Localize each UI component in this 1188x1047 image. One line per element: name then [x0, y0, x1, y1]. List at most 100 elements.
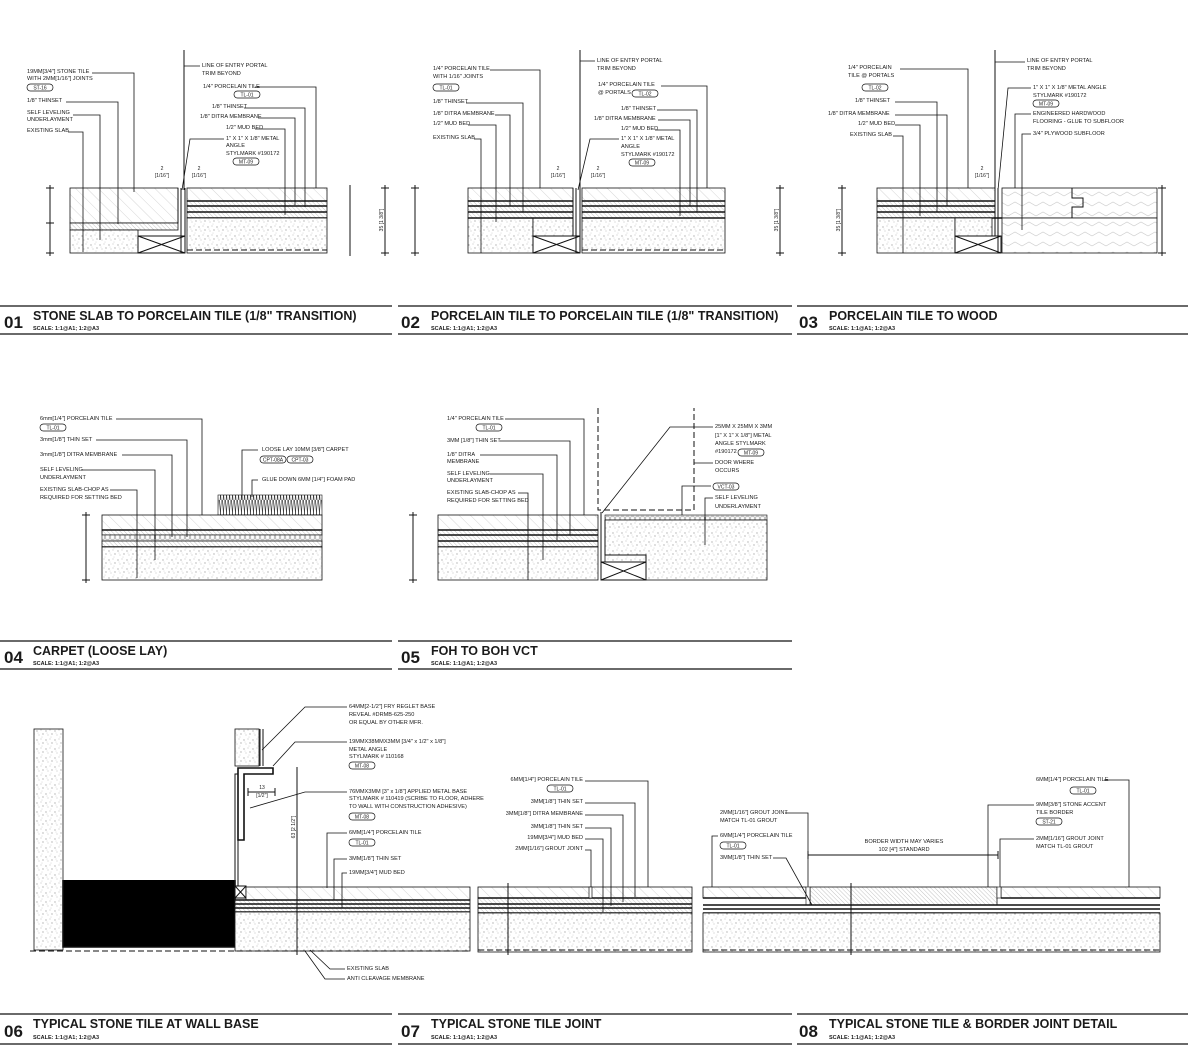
label: 1/2" MUD BED — [858, 121, 895, 127]
material-tag: ST-21 — [1035, 817, 1063, 826]
label: 1/8" DITRA MEMBRANE — [200, 114, 262, 120]
label: 2MM[1/16"] GROUT JOINT — [515, 846, 583, 852]
label: DOOR WHERE — [715, 460, 754, 466]
svg-text:MT-08: MT-08 — [355, 815, 369, 821]
vct-layer — [604, 514, 768, 521]
label: 1/4" PORCELAIN TILE — [598, 82, 655, 88]
detail-title: TYPICAL STONE TILE AT WALL BASE — [33, 1017, 259, 1031]
dimension: [1/16"] — [192, 173, 207, 179]
label: 1/2" MUD BED — [621, 126, 658, 132]
detail-number: 04 — [4, 648, 23, 667]
label: 1" X 1" X 1/8" METAL — [621, 136, 674, 142]
material-tag: CPT-08A — [259, 455, 287, 464]
material-tag: TL-01 — [475, 423, 503, 432]
label: 1" X 1" X 1/8" METAL ANGLE — [1033, 85, 1107, 91]
dimension: 2 — [198, 166, 201, 172]
detail-scale: SCALE: 1:1@A1; 1:2@A3 — [33, 1035, 99, 1041]
label: 3/4" PLYWOOD SUBFLOOR — [1033, 131, 1105, 137]
material-tag: CPT-03 — [286, 455, 314, 464]
label: 6MM[1/4"] PORCELAIN TILE — [511, 777, 584, 783]
blocking-box — [234, 885, 247, 899]
label: BORDER WIDTH MAY VARIES — [865, 839, 944, 845]
label: EXISTING SLAB — [347, 966, 389, 972]
detail-title: TYPICAL STONE TILE JOINT — [431, 1017, 602, 1031]
setting-layers — [876, 200, 996, 219]
detail-title-05: 05 FOH TO BOH VCT SCALE: 1:1@A1; 1:2@A3 — [401, 644, 538, 667]
detail-number: 05 — [401, 648, 420, 667]
porcelain-tile-layer — [702, 886, 807, 899]
hardwood-flooring-layer — [1001, 187, 1158, 219]
svg-text:MT-09: MT-09 — [1039, 102, 1053, 108]
label: EXISTING SLAB — [850, 132, 892, 138]
label: EXISTING SLAB — [433, 135, 475, 141]
detail-number: 07 — [401, 1022, 420, 1041]
label: @ PORTALS — [598, 90, 631, 96]
svg-text:TL-01: TL-01 — [355, 841, 368, 847]
setting-layers — [437, 529, 599, 548]
material-tag: TL-01 — [546, 784, 574, 793]
detail-title-02: 02 PORCELAIN TILE TO PORCELAIN TILE (1/8… — [401, 309, 778, 332]
label: UNDERLAYMENT — [40, 475, 86, 481]
detail-title-01: 01 STONE SLAB TO PORCELAIN TILE (1/8" TR… — [4, 309, 357, 332]
plywood-subfloor-layer — [1001, 217, 1158, 254]
label: STYLMARK # 110168 — [349, 754, 404, 760]
label: REQUIRED FOR SETTING BED — [40, 495, 122, 501]
door-outline — [597, 408, 695, 511]
label: LINE OF ENTRY PORTAL — [1027, 58, 1093, 64]
detail-scale: SCALE: 1:1@A1; 1:2@A3 — [431, 326, 497, 332]
label: 1/8" DITRA MEMBRANE — [594, 116, 656, 122]
stone-border-tile — [809, 886, 998, 906]
wall-right — [234, 728, 260, 767]
label: ENGINEERED HARDWOOD — [1033, 111, 1105, 117]
dimension: [1/16"] — [975, 173, 990, 179]
porcelain-tile-layer — [101, 514, 323, 531]
label: 64MM[2-1/2"] FRY REGLET BASE — [349, 704, 436, 710]
svg-text:TL-01: TL-01 — [439, 86, 452, 92]
underlayment-layer — [101, 540, 323, 548]
tongue-groove — [1071, 188, 1084, 218]
slab-layer — [234, 911, 471, 952]
blocking-box — [954, 235, 1002, 254]
label: 3mm[1/8"] THIN SET — [40, 437, 93, 443]
dimension: 2 — [981, 166, 984, 172]
slab-layer — [532, 217, 574, 237]
material-tag: MT-09 — [1032, 99, 1060, 108]
label: 1/8" THINSET — [433, 99, 469, 105]
dimension: 13 — [259, 785, 265, 791]
label: 1/4" PORCELAIN TILE — [433, 66, 490, 72]
label: 3mm[1/8"] DITRA MEMBRANE — [40, 452, 117, 458]
label: TO WALL WITH CONSTRUCTION ADHESIVE) — [349, 804, 467, 810]
porcelain-tile-layer — [467, 187, 574, 202]
label: TRIM BEYOND — [1027, 66, 1066, 72]
slab-layer — [437, 546, 599, 581]
porcelain-tile-layer — [1000, 886, 1161, 899]
label: 6mm[1/4"] PORCELAIN TILE — [40, 416, 113, 422]
dimension: 35 [1 3/8"] — [774, 208, 780, 231]
dimension: 2 — [597, 166, 600, 172]
detail-title: FOH TO BOH VCT — [431, 644, 538, 658]
setting-layers — [477, 897, 693, 914]
label: 2MM[1/16"] GROUT JOINT — [720, 810, 788, 816]
label: 2MM[1/16"] GROUT JOINT — [1036, 836, 1104, 842]
label: 25MM X 25MM X 3MM — [715, 424, 773, 430]
detail-06: 64MM[2-1/2"] FRY REGLET BASE REVEAL #DRM… — [30, 704, 484, 982]
detail-number: 02 — [401, 313, 420, 332]
svg-text:TL-02: TL-02 — [638, 92, 651, 98]
svg-text:VCT-03: VCT-03 — [718, 485, 735, 491]
label: REVEAL #DRMB-625-250 — [349, 712, 414, 718]
setting-layers — [234, 899, 471, 913]
porcelain-tile-layer — [245, 886, 471, 901]
wall-left — [33, 728, 64, 951]
slab-layer — [101, 546, 323, 581]
metal-angle — [237, 767, 274, 841]
label: 9MM[3/8"] STONE ACCENT — [1036, 802, 1107, 808]
detail-number: 01 — [4, 313, 23, 332]
label: REQUIRED FOR SETTING BED — [447, 498, 529, 504]
label: MATCH TL-01 GROUT — [1036, 844, 1094, 850]
dimension: 2 — [161, 166, 164, 172]
detail-08: 6MM[1/4"] PORCELAIN TILE 9MM[3/8"] STONE… — [702, 777, 1161, 955]
detail-title-03: 03 PORCELAIN TILE TO WOOD SCALE: 1:1@A1;… — [799, 309, 998, 332]
label: STYLMARK #190172 — [621, 152, 674, 158]
label: WITH 1/16" JOINTS — [433, 74, 483, 80]
